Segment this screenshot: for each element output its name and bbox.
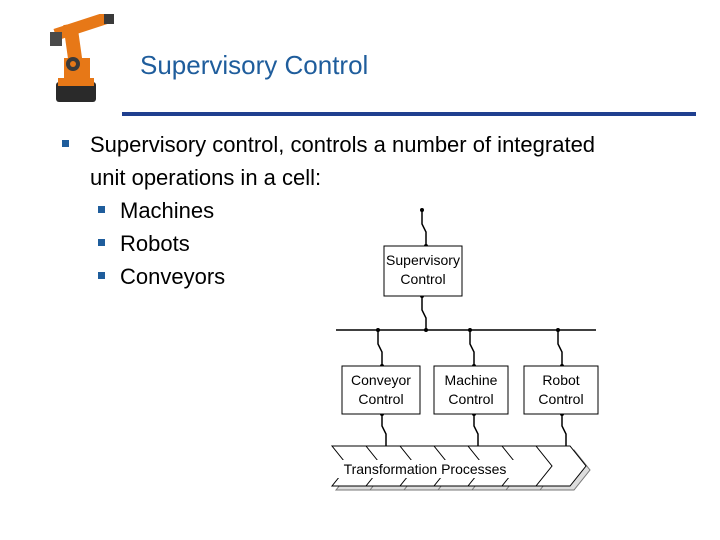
- robot-label-line1: Robot: [542, 372, 579, 388]
- bullet-text: Supervisory control, controls a number o…: [90, 132, 596, 157]
- sub-bullet-text: Conveyors: [120, 264, 226, 289]
- square-bullet-icon: [98, 272, 105, 279]
- square-bullet-icon: [98, 206, 105, 213]
- bullet-item: Supervisory control, controls a number o…: [60, 128, 680, 161]
- machine-label-line2: Control: [448, 391, 493, 407]
- machine-label-line1: Machine: [445, 372, 498, 388]
- machine-control-box: [433, 365, 509, 415]
- bus-to-machine-line: [469, 330, 475, 366]
- bullet-list: Supervisory control, controls a number o…: [60, 128, 680, 293]
- conveyor-to-process-line: [381, 414, 387, 448]
- slide-title: Supervisory Control: [140, 50, 369, 80]
- bullet-text: unit operations in a cell:: [90, 165, 322, 190]
- bullet-item-continuation: unit operations in a cell:: [60, 161, 680, 194]
- sub-bullet-item: Robots: [60, 227, 680, 260]
- robot-label-line2: Control: [538, 391, 583, 407]
- robot-to-process-line: [561, 414, 567, 448]
- conveyor-control-box: [341, 365, 421, 415]
- bus-to-conveyor-line: [377, 330, 383, 366]
- robot-control-box: [523, 365, 599, 415]
- process-label: Transformation Processes: [344, 461, 507, 477]
- sub-bullet-item: Conveyors: [60, 260, 680, 293]
- sub-bullet-item: Machines: [60, 194, 680, 227]
- bus-to-robot-line: [557, 330, 563, 366]
- supervisory-to-bus-line: [421, 296, 427, 330]
- conveyor-label-line2: Control: [358, 391, 403, 407]
- process-chevrons: [330, 445, 591, 491]
- square-bullet-icon: [98, 239, 105, 246]
- sub-bullet-text: Machines: [120, 198, 215, 223]
- square-bullet-icon: [62, 140, 69, 147]
- robot-arm-logo-icon: [50, 14, 114, 102]
- machine-to-process-line: [473, 414, 479, 448]
- conveyor-label-line1: Conveyor: [351, 372, 411, 388]
- title-underline: [122, 112, 696, 116]
- sub-bullet-text: Robots: [120, 231, 190, 256]
